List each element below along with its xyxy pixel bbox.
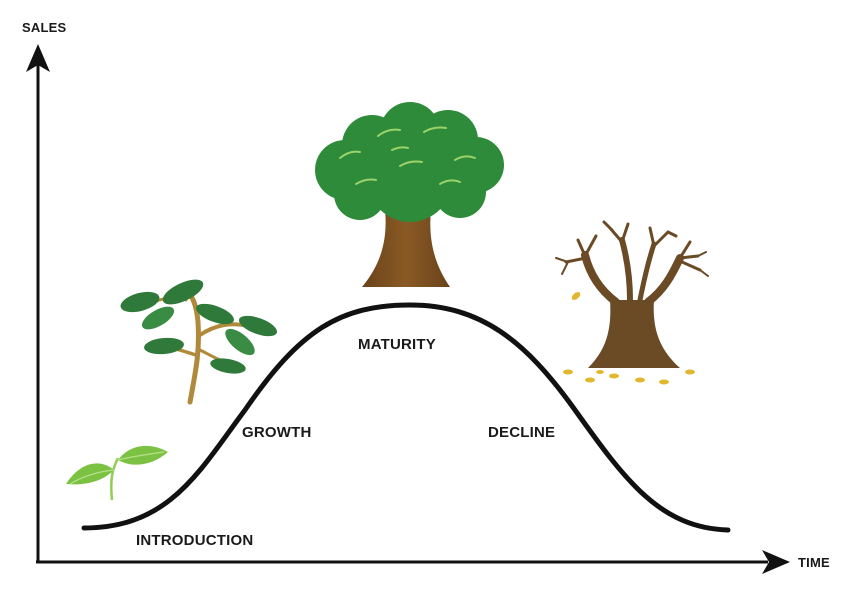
stage-label-growth: GROWTH (242, 424, 312, 441)
life-cycle-curve (81, 302, 731, 533)
x-axis-label: TIME (798, 555, 830, 570)
stage-label-maturity: MATURITY (358, 336, 436, 353)
sapling-icon (120, 279, 277, 405)
stage-label-introduction: INTRODUCTION (136, 532, 254, 549)
seedling-icon (66, 445, 168, 501)
stage-label-decline: DECLINE (488, 424, 556, 441)
full-tree-icon (315, 102, 504, 287)
y-axis-arrow-icon (26, 44, 50, 72)
y-axis-label: SALES (22, 20, 67, 35)
bare-tree-icon (555, 220, 709, 385)
x-axis-arrow-icon (762, 550, 790, 574)
x-axis (36, 550, 790, 574)
y-axis (26, 44, 50, 562)
